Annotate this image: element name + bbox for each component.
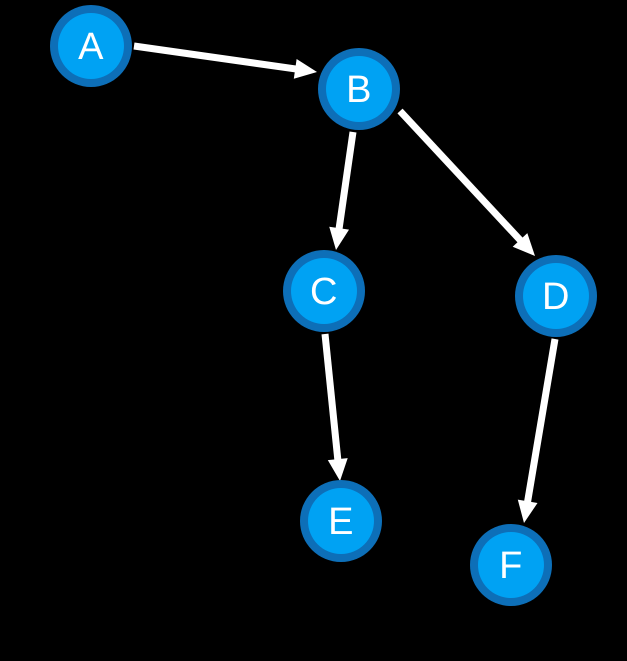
node-label: D [542,276,570,318]
node-core [478,532,544,598]
edge-c-e [321,333,348,481]
arrowhead-icon [512,233,535,256]
edge-shaft [321,333,342,463]
node-b[interactable]: B [318,48,400,130]
arrowhead-icon [293,59,317,79]
node-f[interactable]: F [470,524,552,606]
edge-b-d [397,108,535,256]
node-label: B [346,69,372,111]
node-e[interactable]: E [300,480,382,562]
node-core [58,13,124,79]
edge-d-f [517,338,559,523]
node-c[interactable]: C [283,250,365,332]
arrowhead-icon [517,499,538,523]
node-core [326,56,392,122]
node-d[interactable]: D [515,255,597,337]
node-label: F [499,545,523,587]
arrowhead-icon [329,226,350,250]
node-label: C [310,271,338,313]
edge-shaft [133,42,299,73]
nodes-layer: A B C D E F [50,5,597,606]
node-a[interactable]: A [50,5,132,87]
edge-shaft [397,108,525,245]
arrowhead-icon [327,458,348,481]
edge-a-b [133,42,317,79]
node-core [523,263,589,329]
edges-layer [133,42,559,523]
node-core [308,488,374,554]
node-core [291,258,357,324]
node-label: A [78,26,104,68]
edge-b-c [329,131,357,250]
edge-shaft [523,338,559,505]
edge-shaft [335,131,357,232]
node-label: E [328,501,354,543]
